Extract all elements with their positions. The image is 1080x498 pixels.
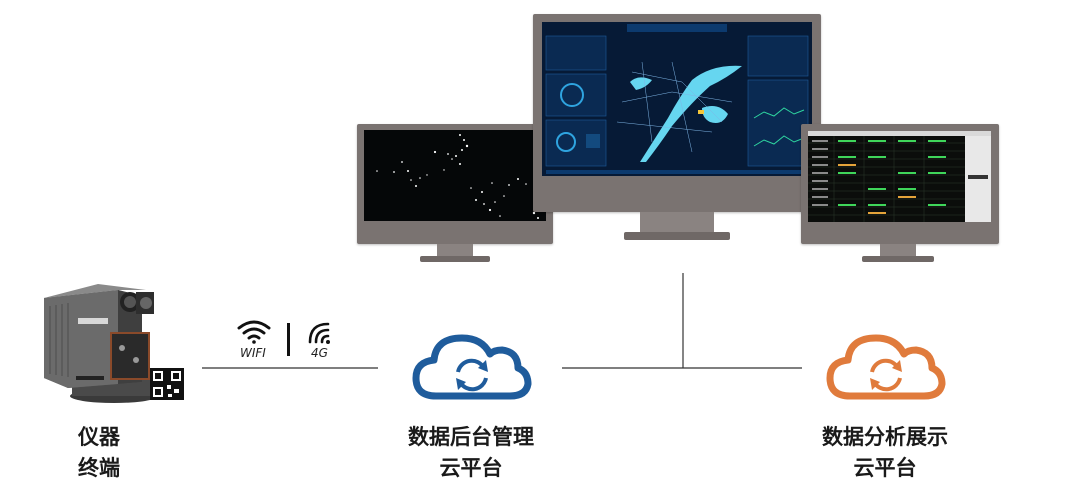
backend-cloud-label: 数据后台管理 云平台 (376, 422, 566, 484)
dashboard-graphic (542, 22, 812, 176)
instrument-terminal-icon (38, 278, 188, 408)
backend-cloud-label-line2: 云平台 (439, 456, 503, 480)
cell-label: 4G (311, 346, 328, 360)
analysis-cloud-label-line1: 数据分析展示 (822, 425, 948, 449)
analysis-cloud-label-line2: 云平台 (853, 456, 917, 480)
signal-4g-icon (306, 318, 336, 346)
data-table-graphic (808, 131, 991, 222)
device-label-line1: 仪器 (78, 425, 120, 449)
wifi-label: WIFI (240, 346, 266, 360)
monitor-left-screen (364, 130, 546, 221)
night-dots-graphic (376, 134, 539, 219)
backend-cloud-sync-icon (410, 330, 532, 408)
monitor-right-screen (808, 131, 991, 222)
device-label: 仪器 终端 (54, 422, 144, 484)
monitor-center-screen (542, 22, 812, 176)
wifi-4g-divider (287, 323, 290, 356)
analysis-cloud-label: 数据分析展示 云平台 (790, 422, 980, 484)
backend-cloud-label-line1: 数据后台管理 (408, 425, 534, 449)
device-label-line2: 终端 (78, 456, 120, 480)
wifi-icon (236, 318, 272, 344)
analysis-cloud-sync-icon (824, 330, 946, 408)
